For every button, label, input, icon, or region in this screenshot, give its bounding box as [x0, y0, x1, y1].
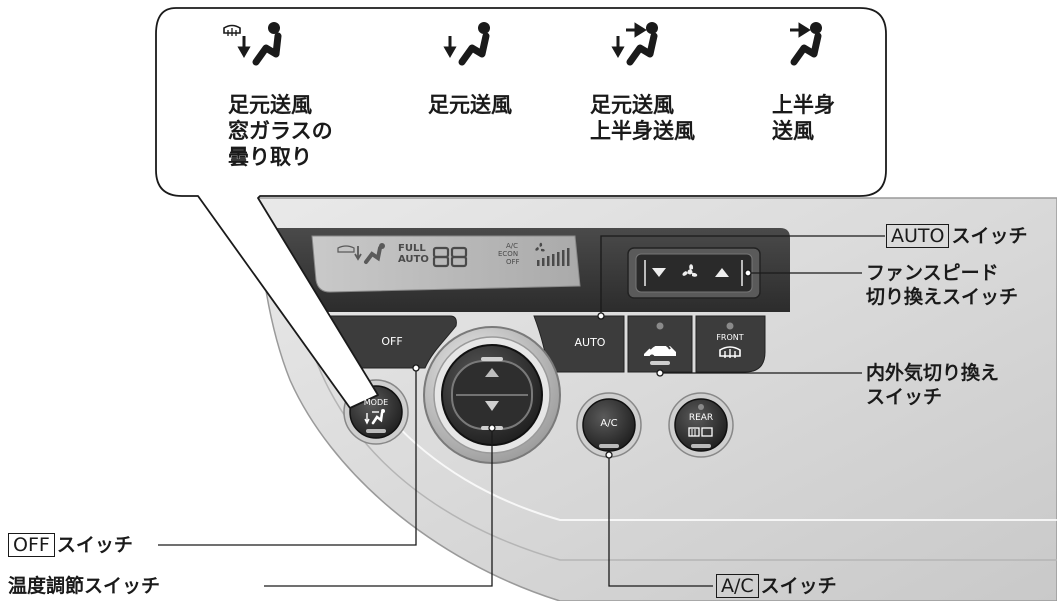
leader-auto — [600, 235, 885, 316]
ac-button-label[interactable]: A/C — [600, 418, 618, 429]
rear-defrost-button — [668, 392, 734, 458]
upper-body-airflow-icon — [790, 22, 822, 66]
lcd-full: FULL — [398, 243, 426, 254]
auto-button-label[interactable]: AUTO — [574, 336, 606, 349]
lcd-airflow-icons — [337, 243, 385, 264]
front-defrost-icon — [719, 346, 741, 358]
recirculation-icon — [644, 342, 676, 360]
callout-fan-speed: ファンスピード 切り換えスイッチ — [866, 262, 1019, 308]
lcd-econ: ECON — [498, 250, 519, 258]
lcd-temp-digits — [432, 246, 468, 268]
fan-down-arrow-icon — [652, 268, 666, 277]
lcd-ac: A/C — [506, 242, 519, 250]
temperature-control-dial — [423, 326, 561, 464]
mode-airflow-icon — [364, 409, 385, 425]
leader-temp — [264, 428, 493, 587]
callout-temperature-switch: 温度調節スイッチ — [8, 575, 161, 597]
callout-recirculation: 内外気切り換え スイッチ — [866, 362, 1000, 408]
mode-label-foot: 足元送風 — [428, 93, 512, 117]
rear-button-label[interactable]: REAR — [688, 413, 714, 423]
fan-up-arrow-icon — [715, 268, 729, 277]
defrost-foot-airflow-icon — [223, 22, 282, 66]
front-button-label[interactable]: FRONT — [716, 333, 744, 342]
mode-label-foot-upper: 足元送風 上半身送風 — [590, 93, 695, 143]
rear-defrost-icon — [688, 427, 713, 437]
front-defrost-button — [695, 315, 766, 373]
mode-button-label[interactable]: MODE — [363, 398, 389, 407]
ac-button — [576, 392, 642, 458]
lcd-fan-icon — [535, 242, 545, 252]
temp-up-arrow-icon — [485, 368, 499, 377]
lcd-fan-level-bars — [537, 248, 570, 266]
leader-ac — [608, 455, 713, 587]
lcd-auto: AUTO — [398, 254, 429, 265]
leader-off — [158, 368, 417, 546]
foot-airflow-icon — [443, 22, 490, 66]
off-button-label[interactable]: OFF — [381, 335, 403, 348]
lcd-off: OFF — [506, 258, 520, 266]
mode-label-upper-body: 上半身 送風 — [772, 93, 835, 143]
mode-callout-bubble — [155, 7, 887, 409]
foot-upper-body-airflow-icon — [611, 22, 658, 66]
mode-label-defrost-foot: 足元送風 窓ガラスの 曇り取り — [228, 93, 333, 169]
temp-down-arrow-icon — [485, 401, 499, 411]
fan-icon — [682, 264, 698, 277]
